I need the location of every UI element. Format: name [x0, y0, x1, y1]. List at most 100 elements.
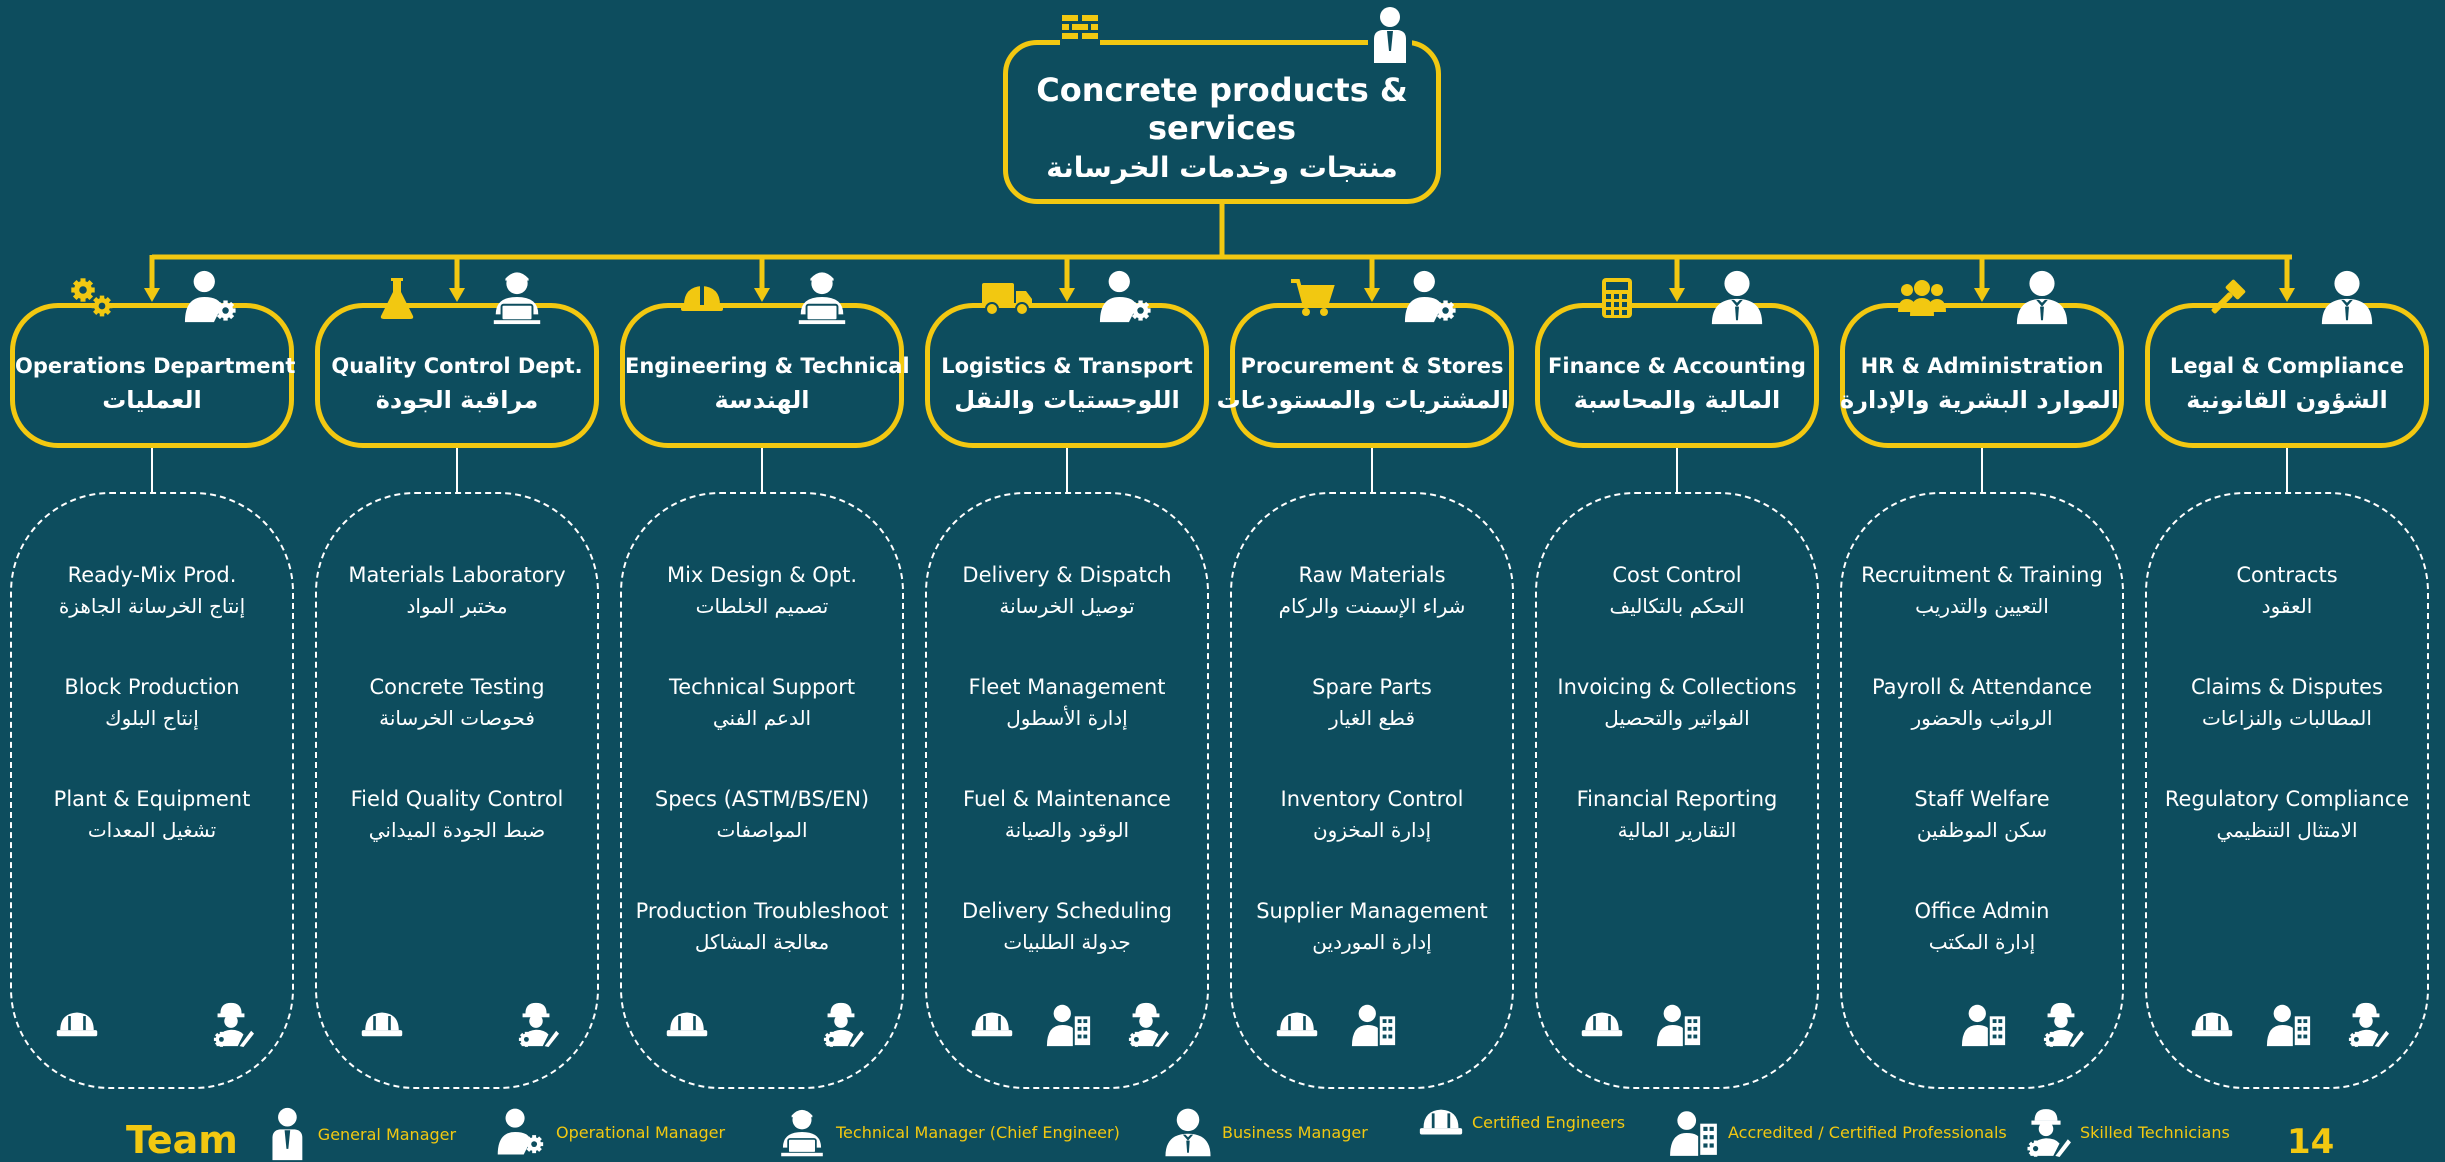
item-name-ar: المواصفات [716, 818, 808, 842]
brick-wall-icon [1058, 9, 1102, 49]
skilled-technicians-icon [2341, 999, 2391, 1049]
department-name-ar: الشؤون القانونية [2186, 386, 2388, 414]
legend-item: Business Manager [1162, 1106, 1368, 1158]
item-name-ar: توصيل الخرسانة [999, 594, 1135, 618]
item-name-en: Recruitment & Training [1861, 563, 2103, 587]
department-name-ar: مراقبة الجودة [375, 386, 539, 414]
item-name-en: Specs (ASTM/BS/EN) [654, 787, 870, 811]
department-name-en: Operations Department [15, 354, 296, 378]
list-item: Technical Support الدعم الفني [622, 672, 902, 784]
operational-manager-icon [1399, 264, 1465, 330]
item-name-ar: إدارة الأسطول [1006, 706, 1128, 730]
department-name-en: HR & Administration [1860, 354, 2104, 378]
item-name-ar: إدارة المكتب [1928, 930, 2036, 954]
list-item: Supplier Management إدارة الموردين [1232, 896, 1512, 1008]
item-name-en: Inventory Control [1280, 787, 1464, 811]
list-item: Claims & Disputes المطالبات والنزاعات [2147, 672, 2427, 784]
list-item: Concrete Testing فحوصات الخرسانة [317, 672, 597, 784]
accredited-professionals-icon [1654, 999, 1704, 1049]
item-name-en: Office Admin [1914, 899, 2050, 923]
certified-engineers-icon [967, 999, 1017, 1049]
item-name-ar: العقود [2261, 594, 2313, 618]
legend-item: General Manager [265, 1106, 456, 1162]
department-box: Legal & Compliance الشؤون القانونية [2145, 270, 2429, 448]
item-name-en: Field Quality Control [350, 787, 564, 811]
legend-label: Operational Manager [556, 1122, 726, 1142]
hard-hat-icon [675, 271, 729, 325]
legend-label: Technical Manager (Chief Engineer) [836, 1122, 1120, 1142]
gavel-icon [2200, 271, 2254, 325]
list-item: Payroll & Attendance الرواتب والحضور [1842, 672, 2122, 784]
list-item: Delivery Scheduling جدولة الطلبيات [927, 896, 1207, 1008]
item-name-en: Supplier Management [1256, 899, 1488, 923]
department-name-en: Engineering & Technical [625, 354, 910, 378]
item-name-en: Materials Laboratory [348, 563, 566, 587]
item-name-en: Financial Reporting [1576, 787, 1778, 811]
certified-engineers-icon [1272, 999, 1322, 1049]
skilled-technicians-icon [1121, 999, 1171, 1049]
business-manager-icon [2009, 264, 2075, 330]
item-name-en: Spare Parts [1312, 675, 1432, 699]
team-box: Delivery & Dispatch توصيل الخرسانة Fleet… [925, 492, 1209, 1089]
accredited-professionals-icon [1044, 999, 1094, 1049]
item-name-ar: تصميم الخلطات [695, 594, 829, 618]
general-manager-icon [265, 1106, 310, 1162]
department-name-ar: المشتريات والمستودعات [1216, 386, 1509, 414]
accredited-professionals-icon [1349, 999, 1399, 1049]
list-item: Raw Materials شراء الإسمنت والركام [1232, 560, 1512, 672]
root-title-ar: منتجات وخدمات الخرسانة [1046, 151, 1398, 184]
list-item: Plant & Equipment تشغيل المعدات [12, 784, 292, 896]
item-name-ar: الوقود والصيانة [1004, 818, 1130, 842]
item-name-ar: سكن الموظفين [1916, 818, 2048, 842]
item-name-en: Plant & Equipment [53, 787, 251, 811]
item-name-en: Concrete Testing [369, 675, 545, 699]
business-manager-icon [2314, 264, 2380, 330]
item-name-en: Delivery Scheduling [962, 899, 1172, 923]
item-name-ar: شراء الإسمنت والركام [1278, 594, 1466, 618]
people-icon [1895, 271, 1949, 325]
list-item: Office Admin إدارة المكتب [1842, 896, 2122, 1008]
certified-engineers-icon [1577, 999, 1627, 1049]
team-box: Mix Design & Opt. تصميم الخلطات Technica… [620, 492, 904, 1089]
item-name-ar: معالجة المشاكل [694, 930, 830, 954]
item-name-en: Contracts [2236, 563, 2338, 587]
department-box: Operations Department العمليات [10, 270, 296, 448]
accredited-professionals-icon [1668, 1106, 1720, 1158]
department-name-ar: الهندسة [714, 386, 810, 414]
item-name-en: Raw Materials [1298, 563, 1446, 587]
item-name-en: Production Troubleshoot [635, 899, 889, 923]
list-item: Materials Laboratory مختبر المواد [317, 560, 597, 672]
team-box: Raw Materials شراء الإسمنت والركام Spare… [1230, 492, 1514, 1089]
list-item: Fleet Management إدارة الأسطول [927, 672, 1207, 784]
legend-title: Team [126, 1118, 238, 1162]
department-name-en: Finance & Accounting [1548, 354, 1806, 378]
item-name-ar: المطالبات والنزاعات [2202, 706, 2372, 730]
legend-label: Skilled Technicians [2080, 1122, 2230, 1142]
item-name-ar: التحكم بالتكاليف [1609, 594, 1745, 618]
certified-engineers-icon [1418, 1106, 1464, 1138]
item-name-en: Regulatory Compliance [2164, 787, 2410, 811]
gears-icon [65, 271, 119, 325]
team-box: Recruitment & Training التعيين والتدريب … [1840, 492, 2124, 1089]
department-name-en: Logistics & Transport [941, 354, 1193, 378]
list-item: Invoicing & Collections الفواتير والتحصي… [1537, 672, 1817, 784]
department-name-en: Quality Control Dept. [331, 354, 583, 378]
item-name-en: Invoicing & Collections [1557, 675, 1797, 699]
list-item: Recruitment & Training التعيين والتدريب [1842, 560, 2122, 672]
item-name-ar: التقارير المالية [1617, 818, 1737, 842]
business-manager-icon [1704, 264, 1770, 330]
department-name-ar: اللوجستيات والنقل [954, 386, 1180, 414]
list-item: Inventory Control إدارة المخزون [1232, 784, 1512, 896]
department-box: Quality Control Dept. مراقبة الجودة [315, 272, 599, 448]
item-name-ar: إدارة الموردين [1312, 930, 1432, 954]
team-box: Materials Laboratory مختبر المواد Concre… [315, 492, 599, 1089]
department-box: Finance & Accounting المالية والمحاسبة [1535, 270, 1819, 448]
item-name-ar: جدولة الطلبيات [1003, 930, 1131, 954]
technical-manager-icon [484, 264, 550, 330]
item-name-ar: إنتاج الخرسانة الجاهزة [58, 594, 246, 618]
department-name-en: Legal & Compliance [2170, 354, 2404, 378]
team-legend: Team General Manager Operational Manager… [0, 1100, 2445, 1162]
operational-manager-icon [179, 264, 245, 330]
item-name-ar: فحوصات الخرسانة [379, 706, 535, 730]
department-box: Logistics & Transport اللوجستيات والنقل [925, 270, 1209, 448]
